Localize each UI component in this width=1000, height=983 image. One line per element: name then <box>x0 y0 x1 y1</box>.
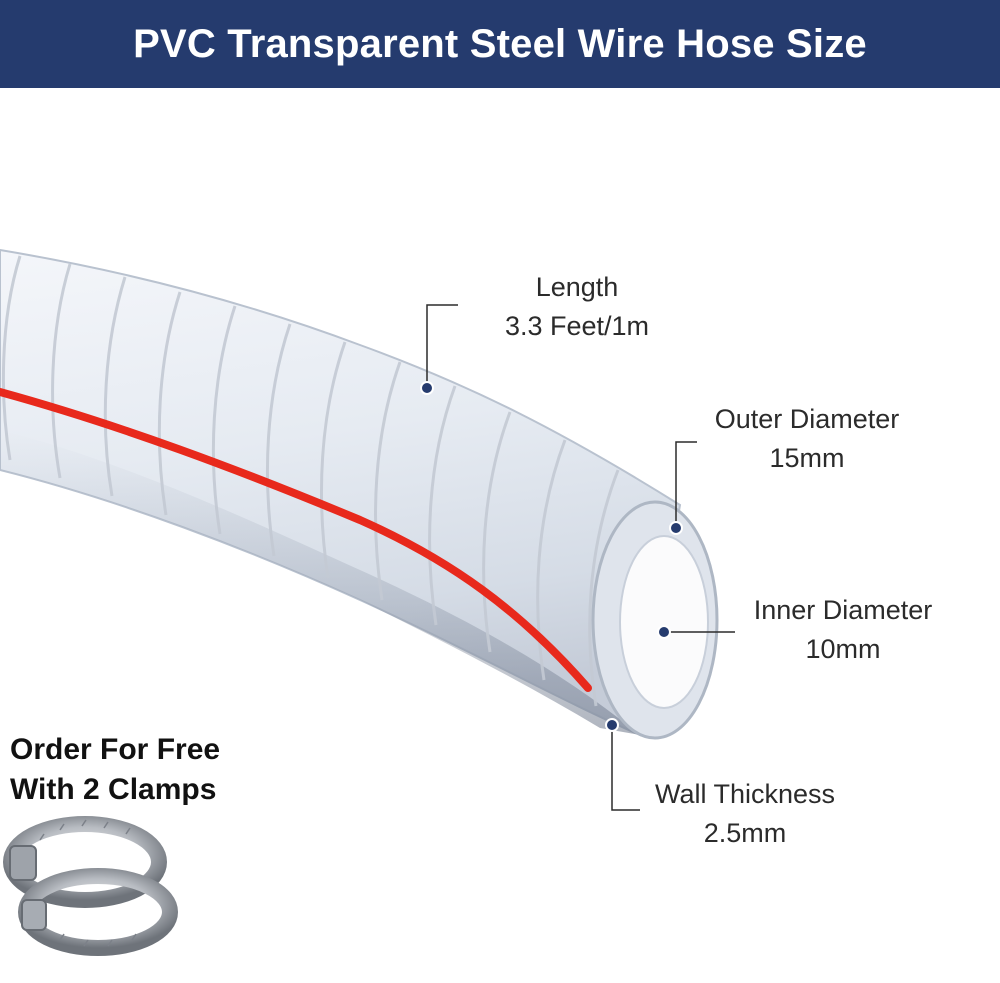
callout-dots <box>420 381 683 732</box>
outer-diameter-value: 15mm <box>769 443 845 473</box>
free-clamps-promo: Order For Free With 2 Clamps <box>10 730 220 810</box>
length-value: 3.3 Feet/1m <box>504 311 650 341</box>
inner-diameter-callout: Inner Diameter 10mm <box>738 591 948 669</box>
wall-thickness-label: Wall Thickness <box>654 779 836 809</box>
hose-tube <box>0 248 682 737</box>
inner-diameter-value: 10mm <box>805 634 881 664</box>
wall-thickness-callout: Wall Thickness 2.5mm <box>640 775 850 853</box>
length-label: Length <box>535 272 619 302</box>
page-title: PVC Transparent Steel Wire Hose Size <box>133 21 867 66</box>
length-callout: Length 3.3 Feet/1m <box>487 268 667 346</box>
header-banner: PVC Transparent Steel Wire Hose Size <box>0 0 1000 88</box>
hose-clamps-image <box>3 816 178 956</box>
inner-diameter-label: Inner Diameter <box>753 595 933 625</box>
callout-lines <box>426 304 735 811</box>
wall-thickness-value: 2.5mm <box>703 818 787 848</box>
outer-diameter-label: Outer Diameter <box>714 404 900 434</box>
outer-diameter-callout: Outer Diameter 15mm <box>697 400 917 478</box>
hose-end-cross-section <box>591 500 719 740</box>
promo-line-2: With 2 Clamps <box>10 773 217 806</box>
promo-line-1: Order For Free <box>10 733 221 766</box>
